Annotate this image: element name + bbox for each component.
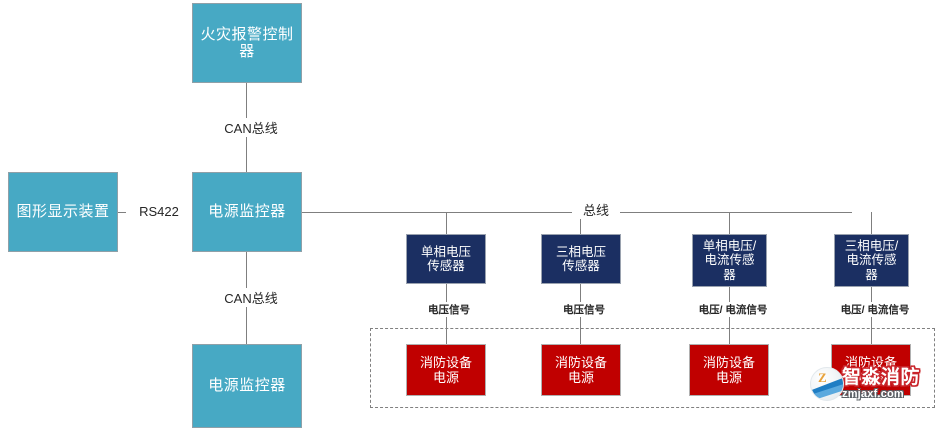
edge-label-bus: 总线 xyxy=(572,200,620,219)
edge-label-signal-4: 电压/ 电流信号 xyxy=(827,302,923,317)
node-fire-alarm-controller[interactable]: 火灾报警控制器 xyxy=(192,3,302,83)
node-sensor-3[interactable]: 单相电压/ 电流传感 器 xyxy=(692,234,767,287)
node-power-supply-4[interactable]: 消防设备 电源 xyxy=(831,344,911,396)
connector-bus-to-sensor-2 xyxy=(580,212,581,234)
edge-label-signal-3: 电压/ 电流信号 xyxy=(685,302,781,317)
node-sensor-1[interactable]: 单相电压 传感器 xyxy=(406,234,486,284)
node-power-monitor-secondary[interactable]: 电源监控器 xyxy=(192,344,302,428)
edge-label-can-bus-top: CAN总线 xyxy=(210,118,292,137)
connector-bus-to-sensor-1 xyxy=(446,212,447,234)
node-sensor-4[interactable]: 三相电压/ 电流传感 器 xyxy=(834,234,909,287)
connector-bus-to-sensor-4 xyxy=(871,212,872,234)
edge-label-rs422: RS422 xyxy=(126,204,192,219)
node-power-supply-1[interactable]: 消防设备 电源 xyxy=(406,344,486,396)
edge-label-signal-1: 电压信号 xyxy=(411,302,487,317)
node-power-monitor-main[interactable]: 电源监控器 xyxy=(192,172,302,252)
edge-label-signal-2: 电压信号 xyxy=(546,302,622,317)
connector-bus-to-sensor-3 xyxy=(729,212,730,234)
node-graphic-display-device[interactable]: 图形显示装置 xyxy=(8,172,118,252)
edge-label-can-bus-bottom: CAN总线 xyxy=(210,288,292,307)
node-power-supply-2[interactable]: 消防设备 电源 xyxy=(541,344,621,396)
power-supply-group-boundary xyxy=(370,328,935,408)
node-power-supply-3[interactable]: 消防设备 电源 xyxy=(689,344,769,396)
node-sensor-2[interactable]: 三相电压 传感器 xyxy=(541,234,621,284)
